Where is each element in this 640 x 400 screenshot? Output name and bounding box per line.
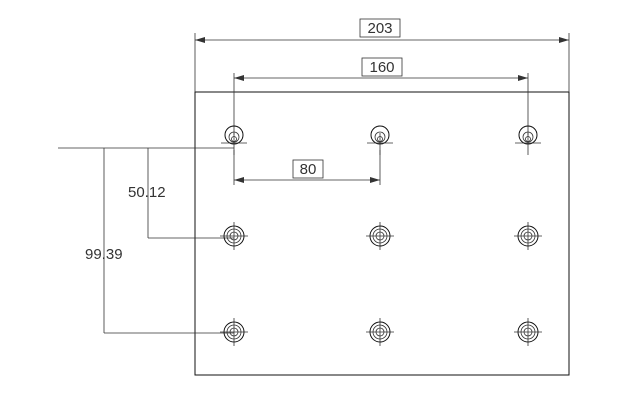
hole xyxy=(515,125,541,155)
hole xyxy=(367,125,393,155)
dimension-hole-span: 160 xyxy=(233,57,529,135)
hole xyxy=(220,222,248,250)
hole xyxy=(220,318,248,346)
hole xyxy=(366,318,394,346)
dimension-label-50-12: 50.12 xyxy=(128,184,166,201)
dimension-label-160: 160 xyxy=(369,59,394,76)
dimension-label-203: 203 xyxy=(367,20,392,37)
hole xyxy=(514,222,542,250)
plate-outline xyxy=(194,91,570,376)
dimension-overall-width: 203 xyxy=(194,18,570,92)
hole xyxy=(366,222,394,250)
dimension-hole-spacing: 80 xyxy=(233,150,381,185)
dimension-row3-offset: 99.39 xyxy=(85,148,234,334)
hole xyxy=(221,125,247,155)
hole xyxy=(514,318,542,346)
holes-grid xyxy=(220,125,542,346)
dimension-label-99-39: 99.39 xyxy=(85,246,123,263)
dimension-label-80: 80 xyxy=(300,161,317,178)
dimension-row2-offset: 50.12 xyxy=(128,148,234,239)
